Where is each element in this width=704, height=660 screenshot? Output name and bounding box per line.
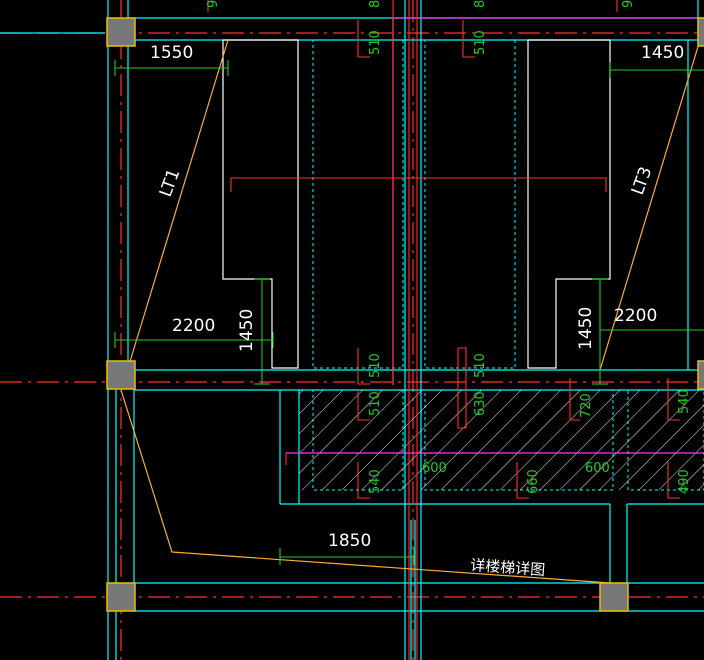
dim-bottom-width: 1850 bbox=[328, 531, 371, 551]
tag-510-a: 510 bbox=[368, 30, 383, 55]
tag-540-b: 540 bbox=[368, 469, 383, 494]
dimension-labels: 1550 1450 2200 2200 1450 1450 1850 LT1 L… bbox=[150, 43, 684, 579]
dim-left-height: 1450 bbox=[237, 309, 257, 352]
column-bottom-left[interactable] bbox=[106, 582, 136, 612]
column-bottom-right[interactable] bbox=[599, 582, 629, 612]
stair-lt3-label: LT3 bbox=[628, 164, 656, 197]
column-top-right[interactable] bbox=[697, 17, 704, 47]
columns[interactable] bbox=[106, 17, 704, 612]
slab-tags: 9 8 8 9 510 510 510 510 510 630 720 540 … bbox=[206, 0, 692, 494]
dim-top-left-width: 1550 bbox=[150, 43, 193, 63]
tag-bay-600-b: 600 bbox=[585, 461, 610, 476]
tag-top-partial-a: 9 bbox=[206, 0, 221, 8]
dim-right-height: 1450 bbox=[576, 307, 596, 350]
dim-mid-left-width: 2200 bbox=[172, 316, 215, 336]
stair-lt1-outline bbox=[222, 39, 299, 369]
tag-top-partial-b: 8 bbox=[368, 0, 383, 8]
tag-540-a: 540 bbox=[677, 389, 692, 414]
stair-outlines bbox=[222, 39, 611, 369]
column-top-left[interactable] bbox=[106, 17, 136, 47]
stair-lt3-outline bbox=[527, 39, 611, 369]
tag-490: 490 bbox=[677, 469, 692, 494]
tag-510-e: 510 bbox=[473, 353, 488, 378]
dim-top-right-width: 1450 bbox=[641, 43, 684, 63]
tag-bay-600-a: 600 bbox=[422, 461, 447, 476]
tag-510-c: 510 bbox=[368, 353, 383, 378]
tag-510-b: 510 bbox=[473, 30, 488, 55]
column-mid-right[interactable] bbox=[697, 360, 704, 390]
tag-720: 720 bbox=[579, 393, 594, 418]
stair-lt3-leader bbox=[599, 39, 701, 371]
dim-mid-right-width: 2200 bbox=[614, 306, 657, 326]
tag-510-d: 510 bbox=[368, 391, 383, 416]
red-lines bbox=[207, 0, 680, 660]
tag-top-partial-d: 9 bbox=[621, 0, 636, 8]
tag-630: 630 bbox=[473, 391, 488, 416]
column-mid-left[interactable] bbox=[106, 360, 136, 390]
orange-leaders bbox=[120, 39, 701, 584]
hatched-slab bbox=[299, 390, 704, 490]
tag-top-partial-c: 8 bbox=[473, 0, 488, 8]
detail-leader bbox=[120, 389, 611, 584]
stair-lt1-label: LT1 bbox=[156, 166, 184, 199]
detail-note: 详楼梯详图 bbox=[470, 556, 546, 579]
tag-660: 660 bbox=[526, 469, 541, 494]
green-dimensions bbox=[114, 60, 704, 565]
stair-lt1-leader bbox=[127, 39, 229, 369]
